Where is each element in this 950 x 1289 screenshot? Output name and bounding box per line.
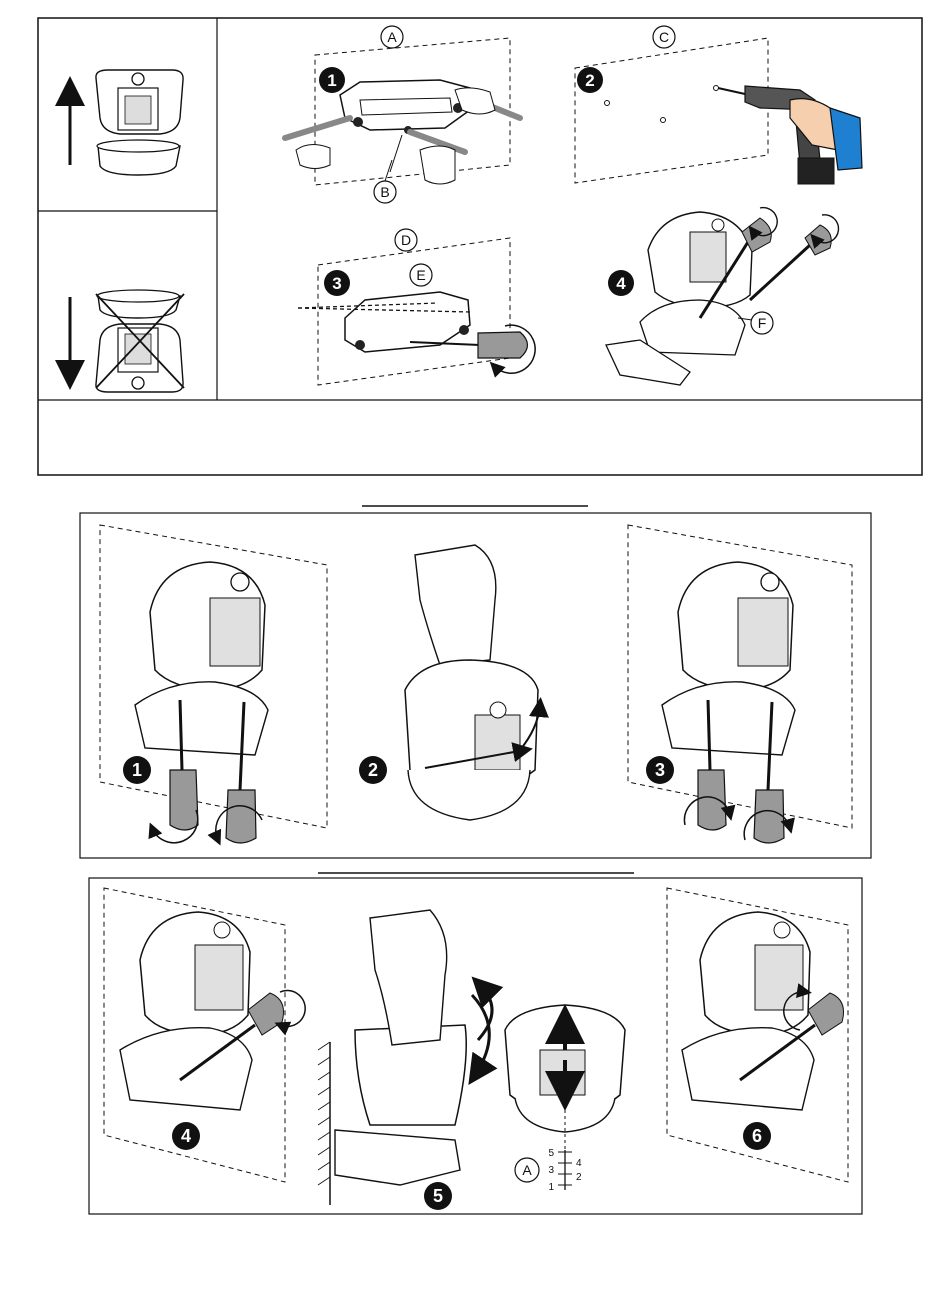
middle-step2-illustration [359, 545, 540, 820]
detector-correct-orientation [70, 70, 183, 175]
top-step2-illustration [575, 38, 862, 184]
scale-4: 4 [576, 1158, 582, 1169]
top-step4-illustration [606, 208, 839, 385]
middle-step-2: 2 [368, 760, 378, 780]
callout-a: A [387, 29, 397, 45]
callout-a-bottom: A [522, 1162, 532, 1178]
bottom-step4-illustration [104, 888, 305, 1182]
scale-1: 1 [548, 1182, 554, 1193]
scale-2: 2 [576, 1172, 582, 1183]
bottom-scale-labels: A 5 4 3 2 1 [522, 1148, 582, 1193]
top-step-1: 1 [327, 71, 336, 90]
top-step-3: 3 [332, 274, 341, 293]
bottom-step-numbers: 4 5 6 [181, 1126, 762, 1206]
middle-step-3: 3 [655, 760, 665, 780]
callout-b: B [380, 184, 389, 200]
middle-step-1: 1 [132, 760, 142, 780]
bottom-step-6: 6 [752, 1126, 762, 1146]
bottom-step-5: 5 [433, 1186, 443, 1206]
callout-f: F [758, 315, 767, 331]
callout-e: E [416, 267, 425, 283]
detector-wrong-orientation [70, 290, 184, 392]
scale-3: 3 [548, 1165, 554, 1176]
bottom-step5-illustration [318, 910, 492, 1210]
top-step3-illustration [298, 238, 535, 385]
middle-step1-illustration [100, 525, 327, 843]
top-step-4: 4 [616, 274, 626, 293]
scale-5: 5 [548, 1148, 554, 1159]
top-step1-illustration [285, 38, 520, 185]
top-step-2: 2 [585, 71, 594, 90]
callout-d: D [401, 232, 411, 248]
middle-step3-illustration [628, 525, 852, 843]
middle-step-numbers: 1 2 3 [132, 760, 665, 780]
callout-c: C [659, 29, 669, 45]
bottom-step-4: 4 [181, 1126, 191, 1146]
